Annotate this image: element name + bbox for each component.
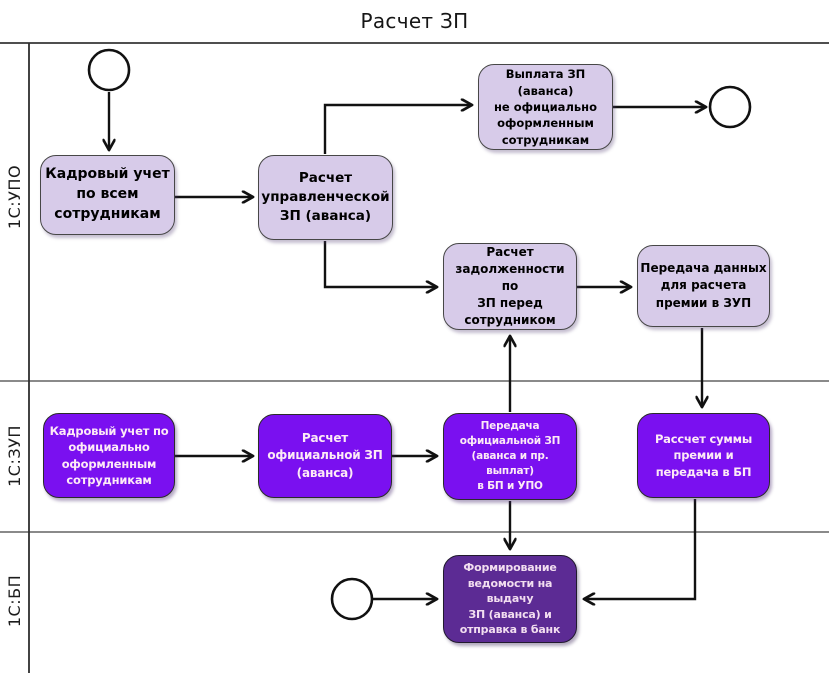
- diagram-title: Расчет ЗП: [360, 9, 469, 33]
- task-hr-all-employees: Кадровый учет по всем сотрудникам: [40, 155, 175, 235]
- connectors: [109, 92, 705, 599]
- task-calc-official-salary: Расчет официальной ЗП (аванса): [258, 414, 392, 498]
- task-transfer-official-salary: Передача официальной ЗП (аванса и пр. вы…: [443, 413, 577, 500]
- swimlane-frame: [0, 42, 829, 673]
- flow-calc-bonus-to-statement: [585, 499, 697, 599]
- flow-calc-mgmt-to-pay-unofficial: [323, 105, 471, 154]
- task-pay-unofficial-employees: Выплата ЗП (аванса) не официально оформл…: [478, 64, 613, 150]
- start-event-bp: [330, 577, 374, 621]
- task-calc-bonus-sum: Рассчет суммы премии и передача в БП: [637, 413, 770, 498]
- bpmn-events: [87, 48, 752, 621]
- start-event-upo: [87, 48, 131, 92]
- flow-calc-mgmt-to-calc-debt: [323, 241, 436, 287]
- task-form-payout-statement: Формирование ведомости на выдачу ЗП (ава…: [443, 555, 577, 643]
- task-hr-official-employees: Кадровый учет по официально оформленным …: [43, 413, 175, 498]
- end-event-upo: [708, 85, 752, 129]
- task-transfer-bonus-data: Передача данных для расчета премии в ЗУП: [637, 245, 770, 327]
- task-calc-salary-debt: Расчет задолженности по ЗП перед сотрудн…: [443, 243, 577, 330]
- task-calc-management-salary: Расчет управленческой ЗП (аванса): [258, 155, 393, 240]
